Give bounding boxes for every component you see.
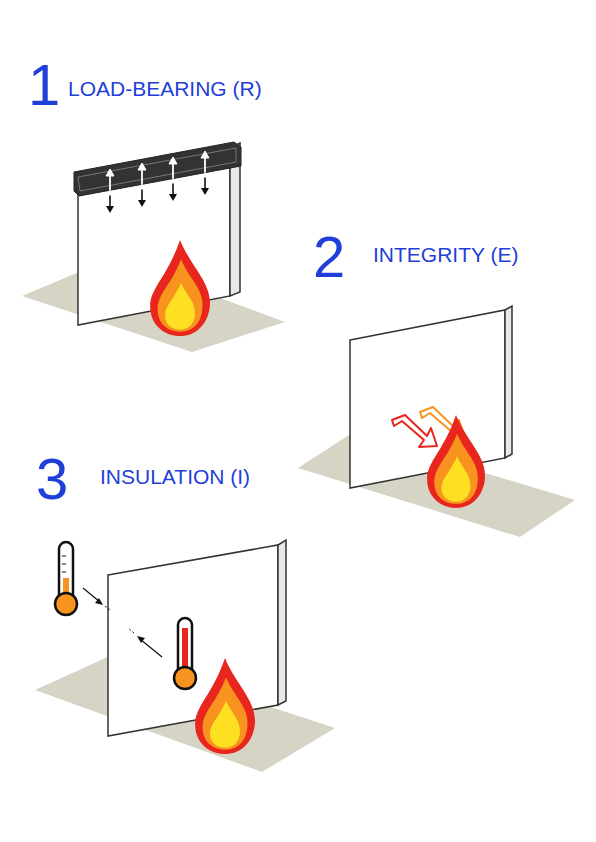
- thermometer-outside: [55, 542, 77, 615]
- integrity-figure: [298, 306, 575, 537]
- load-bearing-figure: [22, 142, 285, 352]
- thermometer-inside: [174, 618, 196, 689]
- insulation-figure: [35, 540, 335, 772]
- property-heading: LOAD-BEARING (R): [68, 78, 262, 99]
- property-heading: INSULATION (I): [100, 466, 250, 487]
- callout-number: 2: [313, 228, 345, 286]
- callout-number: 3: [36, 450, 68, 508]
- property-heading: INTEGRITY (E): [373, 244, 518, 265]
- callout-number: 1: [28, 56, 60, 114]
